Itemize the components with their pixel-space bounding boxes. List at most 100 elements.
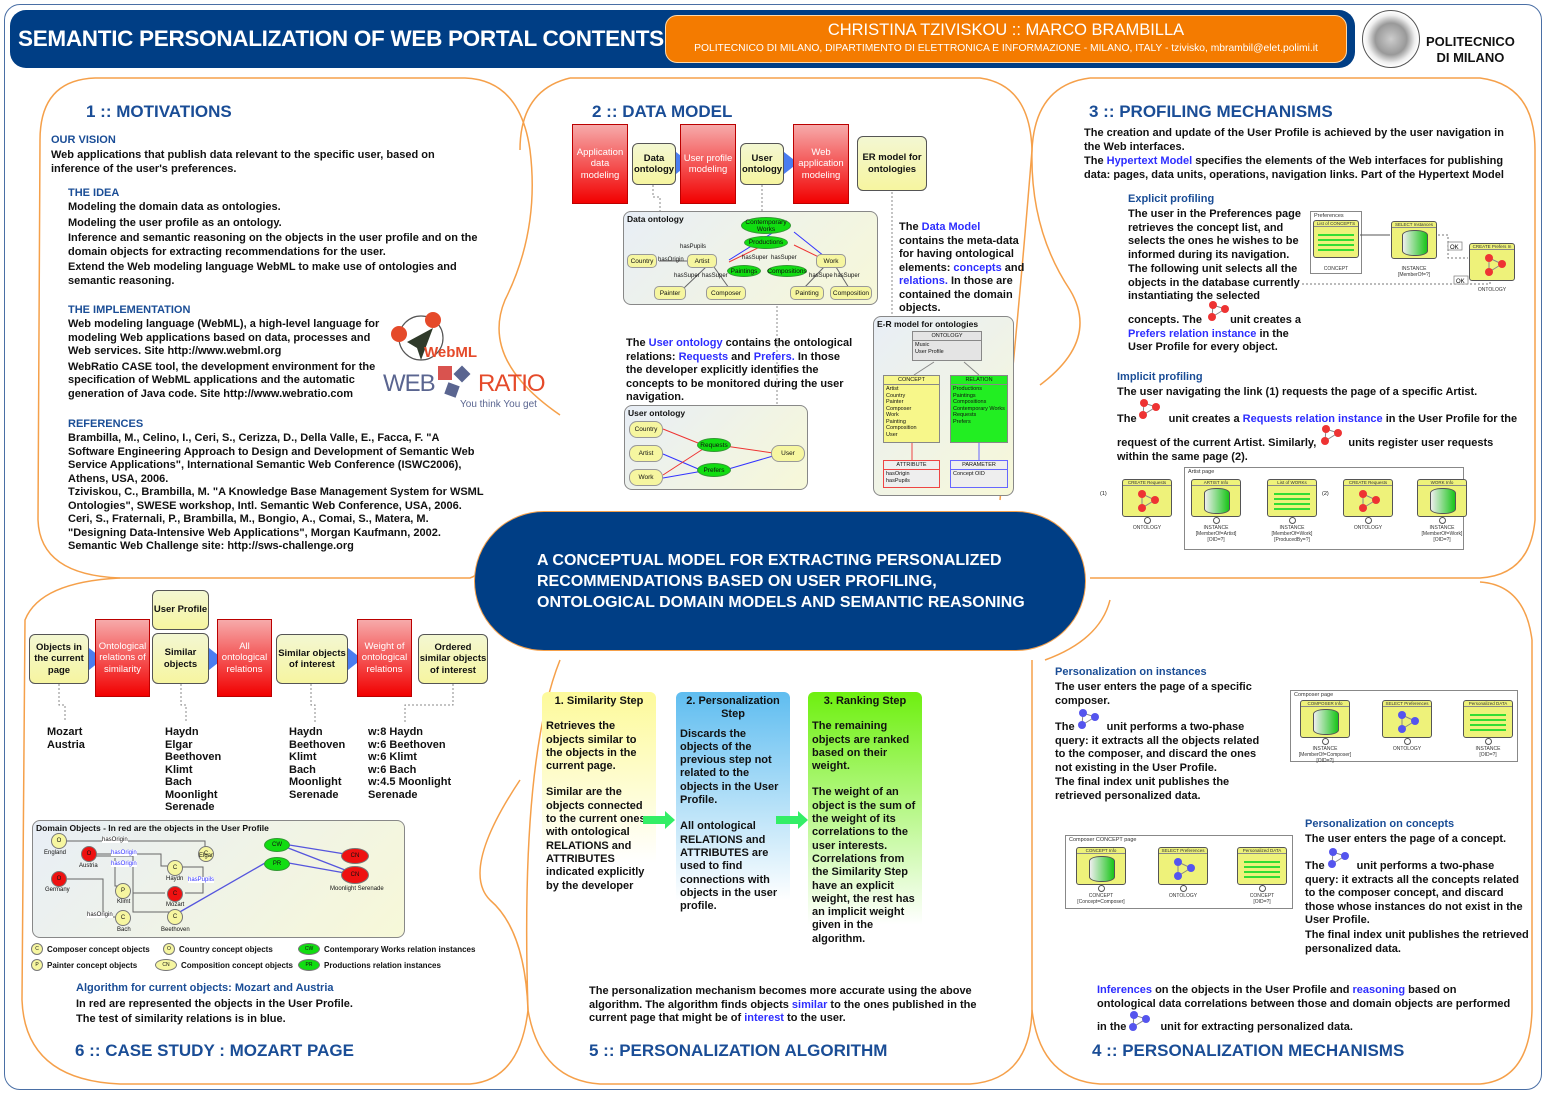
webml-unit: CONCEPT Info — [1076, 847, 1126, 885]
page-title: Composer page — [1294, 692, 1334, 698]
node-haydn: C — [167, 860, 183, 876]
er-concept-header: CONCEPT — [884, 376, 939, 385]
flow-weight-ontological-relations: Weight of ontological relations — [357, 619, 412, 697]
er-ontology-header: ONTOLOGY — [913, 332, 981, 341]
unit-title: CREATE Requests — [1123, 480, 1171, 486]
unit-title: CONCEPT Info — [1077, 848, 1125, 854]
highlight: interest — [744, 1012, 784, 1024]
flow-all-ontological-relations: All ontological relations — [217, 619, 272, 697]
unit-title: List of CONCEPTS — [1314, 221, 1358, 227]
text: unit performs a two-phase query: it extr… — [1055, 721, 1260, 774]
highlight: Prefers relation instance — [1128, 327, 1257, 340]
central-title-banner: A CONCEPTUAL MODEL FOR EXTRACTING PERSON… — [474, 511, 1086, 651]
legend-label: Composer concept objects — [47, 944, 150, 954]
reference-item: Brambilla, M., Celino, I., Ceri, S., Cer… — [68, 432, 475, 485]
legend-swatch-icon: P — [31, 959, 43, 971]
section-2-title: 2 :: DATA MODEL — [592, 102, 733, 121]
algorithm-notes: In red are represented the objects in th… — [76, 997, 353, 1027]
create-unit-icon — [1139, 399, 1160, 419]
user-ontology-diagram: User ontology Country Artist Work Reques… — [624, 405, 808, 490]
index-unit-icon — [1244, 858, 1280, 880]
node-elgar: C — [198, 846, 214, 862]
er-relation-items: Productions Paintings Compositions Conte… — [953, 386, 1005, 425]
algorithm-note: The test of similarity relations is in b… — [76, 1013, 286, 1025]
text: The personalization mechanism becomes mo… — [589, 985, 972, 1011]
flow-application-data-modeling: Application data modeling — [572, 124, 628, 204]
unit-caption: ONTOLOGY — [1353, 525, 1383, 531]
reference-item: Ceri, S., Fraternali, P., Brambilla, M.,… — [68, 513, 441, 539]
unit-caption: INSTANCE [MemberOf=Work] [OID=?] — [1421, 525, 1463, 543]
list-item: Elgar — [165, 738, 193, 751]
idea-item: Modeling the domain data as ontologies. — [68, 201, 281, 213]
unit-title: COMPOSER Info — [1301, 701, 1349, 707]
legend-label: Painter concept objects — [47, 960, 138, 970]
references-list: Brambilla, M., Celino, I., Ceri, S., Cer… — [68, 432, 488, 554]
unit-title: SELECT Preferences — [1383, 701, 1431, 707]
index-unit-icon — [1318, 231, 1354, 253]
edge-label: hasOrigin — [111, 850, 137, 856]
list-item: Haydn — [289, 726, 323, 738]
unit-caption: ONTOLOGY — [1132, 525, 1162, 531]
explicit-profiling-text-3: concepts. The unit creates a Prefers rel… — [1128, 314, 1308, 355]
flow-similar-objects: Similar objects — [152, 633, 209, 684]
list-item: Haydn — [165, 726, 199, 738]
text: In those the developer explicitly identi… — [626, 350, 844, 404]
webratio-squares-icon — [438, 365, 471, 398]
webml-unit: SELECT Preferences — [1158, 847, 1208, 885]
er-concept-items: Artist Country Painter Composer Work Pai… — [886, 386, 917, 438]
algorithm-note: In red are represented the objects in th… — [76, 998, 353, 1010]
edge-label: hasSuper — [771, 255, 797, 261]
text: The — [1084, 155, 1107, 167]
parameter-pin-icon — [1259, 885, 1266, 892]
link-1-label: (1) — [1100, 491, 1107, 497]
text: The — [626, 337, 649, 349]
node-user: User — [771, 445, 805, 462]
text: in the — [1097, 1021, 1130, 1033]
list-of-concepts-unit: List of CONCEPTS — [1313, 220, 1359, 258]
step-text: Retrieves the objects similar to the obj… — [546, 720, 637, 773]
highlight: reasoning — [1352, 984, 1406, 996]
flow-user-profile: User Profile — [152, 590, 209, 630]
section-3-title: 3 :: PROFILING MECHANISMS — [1089, 102, 1333, 121]
webml-unit: WORK Info — [1417, 479, 1467, 517]
page-title: Artist page — [1188, 469, 1215, 475]
page-title: Composer CONCEPT page — [1069, 837, 1137, 843]
unit-title: ARTIST Info — [1192, 480, 1240, 486]
er-edges — [911, 361, 980, 460]
inferences-text: Inferences on the objects in the User Pr… — [1097, 984, 1517, 1011]
text: and — [728, 350, 754, 363]
unit-caption: CONCEPT — [1323, 266, 1349, 272]
unit-title: SELECT Preferences — [1159, 848, 1207, 854]
er-attribute-entity: ATTRIBUTE hasOrigin hasPupils — [883, 460, 940, 488]
er-parameter-entity: PARAMETER Concept OID — [950, 460, 1008, 488]
er-parameter-header: PARAMETER — [951, 461, 1007, 470]
panel-5-outline — [525, 659, 1033, 1085]
highlight: Prefers. — [753, 350, 795, 363]
node-label: Germany — [45, 887, 70, 893]
list-item: w:8 Haydn — [368, 726, 424, 738]
list-item: w:6 Beethoven — [368, 738, 446, 751]
our-vision-heading: OUR VISION — [51, 134, 116, 146]
webml-unit: COMPOSER Info — [1300, 700, 1350, 738]
the-idea-heading: THE IDEA — [68, 187, 120, 199]
personalization-instances-heading: Personalization on instances — [1055, 666, 1207, 678]
webml-logo-icon — [391, 312, 444, 361]
step-title: 1. Similarity Step — [554, 695, 644, 707]
list-item: Klimt — [165, 763, 193, 776]
instances-text-2: The unit performs a two-phase query: it … — [1055, 721, 1265, 775]
er-relation-header: RELATION — [951, 376, 1007, 385]
node-beethoven: C — [167, 909, 183, 925]
edge-label: hasOrigin — [102, 837, 128, 843]
institution-name: POLITECNICO DI MILANO — [1426, 34, 1515, 66]
select-unit-icon — [1328, 848, 1349, 868]
node-germany: O — [51, 871, 67, 887]
node-label: Bach — [117, 927, 131, 933]
parameter-pin-icon — [1485, 738, 1492, 745]
list-item: Mozart — [47, 726, 83, 738]
create-unit-icon — [1321, 425, 1342, 445]
text: and — [1001, 261, 1025, 274]
panel-4-outline — [1031, 581, 1533, 1085]
select-instances-unit: SELECT Instances — [1391, 221, 1437, 259]
